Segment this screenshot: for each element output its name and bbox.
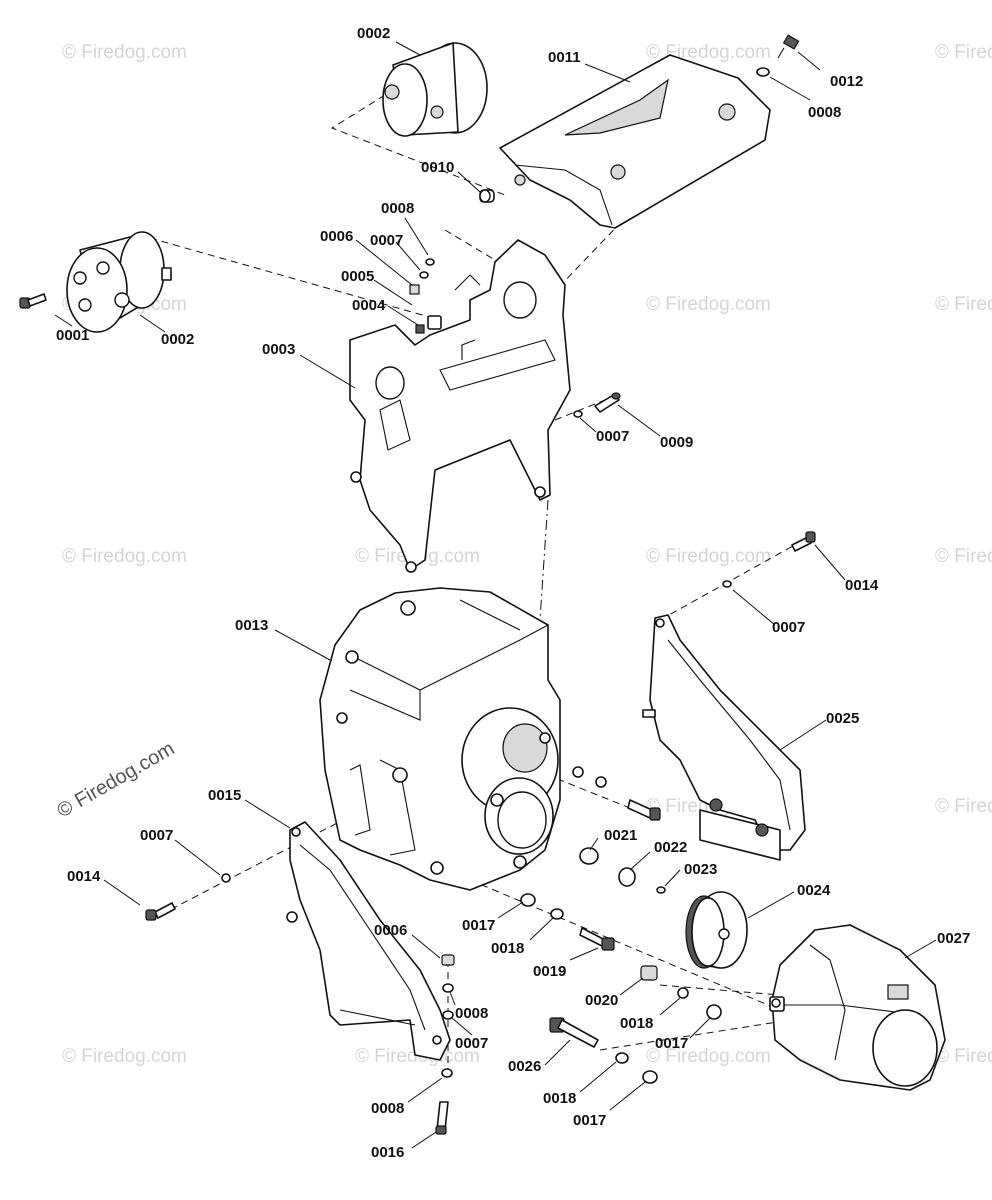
callout-0008: 0008 bbox=[371, 1100, 404, 1117]
watermark: © Firedog.com bbox=[62, 546, 187, 567]
part-0024-coupling bbox=[685, 891, 748, 969]
washer-0007 bbox=[221, 873, 231, 883]
callout-0011: 0011 bbox=[548, 49, 581, 66]
callout-0002: 0002 bbox=[357, 25, 390, 42]
callout-labels: 0002 0011 0012 0008 0010 0008 0006 0007 … bbox=[56, 25, 970, 1161]
callout-0026: 0026 bbox=[508, 1058, 541, 1075]
callout-0003: 0003 bbox=[262, 341, 295, 358]
watermark: © Firedog.com bbox=[355, 1046, 480, 1067]
callout-0019: 0019 bbox=[533, 963, 566, 980]
leader-lines bbox=[54, 41, 937, 1149]
callout-0022: 0022 bbox=[654, 839, 687, 856]
callout-0020: 0020 bbox=[585, 992, 618, 1009]
callout-0004: 0004 bbox=[352, 297, 386, 314]
part-0014-bolt-left bbox=[145, 902, 176, 921]
callout-0017: 0017 bbox=[655, 1035, 688, 1052]
washer-0008 bbox=[756, 67, 770, 77]
part-0012-screw bbox=[777, 34, 800, 59]
watermark: © Firedog.com bbox=[646, 294, 771, 315]
callout-0008: 0008 bbox=[808, 104, 841, 121]
callout-0007: 0007 bbox=[596, 428, 629, 445]
watermark: © Firedog.com bbox=[62, 1046, 187, 1067]
callout-0007: 0007 bbox=[370, 232, 403, 249]
callout-0010: 0010 bbox=[421, 159, 454, 176]
callout-0018: 0018 bbox=[543, 1090, 576, 1107]
callout-0018: 0018 bbox=[491, 940, 524, 957]
callout-0017: 0017 bbox=[573, 1112, 606, 1129]
callout-0017: 0017 bbox=[462, 917, 495, 934]
watermark: © Firedog.com bbox=[935, 546, 992, 567]
part-0025-right-plate bbox=[642, 614, 806, 861]
callout-0008: 0008 bbox=[381, 200, 414, 217]
callout-0002: 0002 bbox=[161, 331, 194, 348]
callout-0006: 0006 bbox=[374, 922, 407, 939]
callout-0016: 0016 bbox=[371, 1144, 404, 1161]
watermark-main: © Firedog.com bbox=[54, 738, 179, 823]
callout-0014: 0014 bbox=[845, 577, 879, 594]
watermark: © Firedog.com bbox=[935, 1046, 992, 1067]
callout-0012: 0012 bbox=[830, 73, 863, 90]
part-0010-spacer bbox=[479, 189, 495, 203]
bracket-hardware bbox=[409, 258, 621, 418]
washers-bottom-center bbox=[435, 954, 455, 1135]
callout-0001: 0001 bbox=[56, 327, 89, 344]
watermark: © Firedog.com bbox=[646, 1046, 771, 1067]
callout-0007: 0007 bbox=[772, 619, 805, 636]
part-0013-gearbox-housing bbox=[319, 587, 561, 891]
callout-0015: 0015 bbox=[208, 787, 241, 804]
callout-0021: 0021 bbox=[604, 827, 637, 844]
part-0011-cover bbox=[499, 54, 771, 229]
callout-0008: 0008 bbox=[455, 1005, 488, 1022]
callout-0014: 0014 bbox=[67, 868, 101, 885]
callout-0025: 0025 bbox=[826, 710, 859, 727]
callout-0023: 0023 bbox=[684, 861, 717, 878]
part-0002-left-cylinder bbox=[66, 231, 172, 333]
watermarks: © Firedog.com © Firedog.com © Firedog.co… bbox=[54, 42, 992, 1067]
callout-0013: 0013 bbox=[235, 617, 268, 634]
watermark: © Firedog.com bbox=[935, 294, 992, 315]
callout-0007: 0007 bbox=[140, 827, 173, 844]
part-0026-bolt bbox=[549, 1017, 599, 1048]
part-0001-bolt bbox=[19, 293, 47, 309]
callout-0005: 0005 bbox=[341, 268, 374, 285]
watermark: © Firedog.com bbox=[935, 42, 992, 63]
callout-0018: 0018 bbox=[620, 1015, 653, 1032]
callout-0007: 0007 bbox=[455, 1035, 488, 1052]
part-0015-left-plate bbox=[286, 821, 451, 1061]
callout-0009: 0009 bbox=[660, 434, 693, 451]
part-0003-bracket bbox=[349, 239, 571, 573]
callout-0024: 0024 bbox=[797, 882, 831, 899]
part-0027-motor bbox=[769, 924, 946, 1091]
watermark: © Firedog.com bbox=[935, 796, 992, 817]
part-0014-bolt-right bbox=[791, 531, 816, 552]
callout-0027: 0027 bbox=[937, 930, 970, 947]
callout-0006: 0006 bbox=[320, 228, 353, 245]
part-0002-top-cylinder bbox=[382, 42, 488, 137]
lower-right-hardware bbox=[615, 965, 722, 1084]
watermark: © Firedog.com bbox=[646, 546, 771, 567]
washers-output bbox=[520, 766, 666, 951]
washer-0007 bbox=[722, 580, 732, 588]
watermark: © Firedog.com bbox=[62, 42, 187, 63]
